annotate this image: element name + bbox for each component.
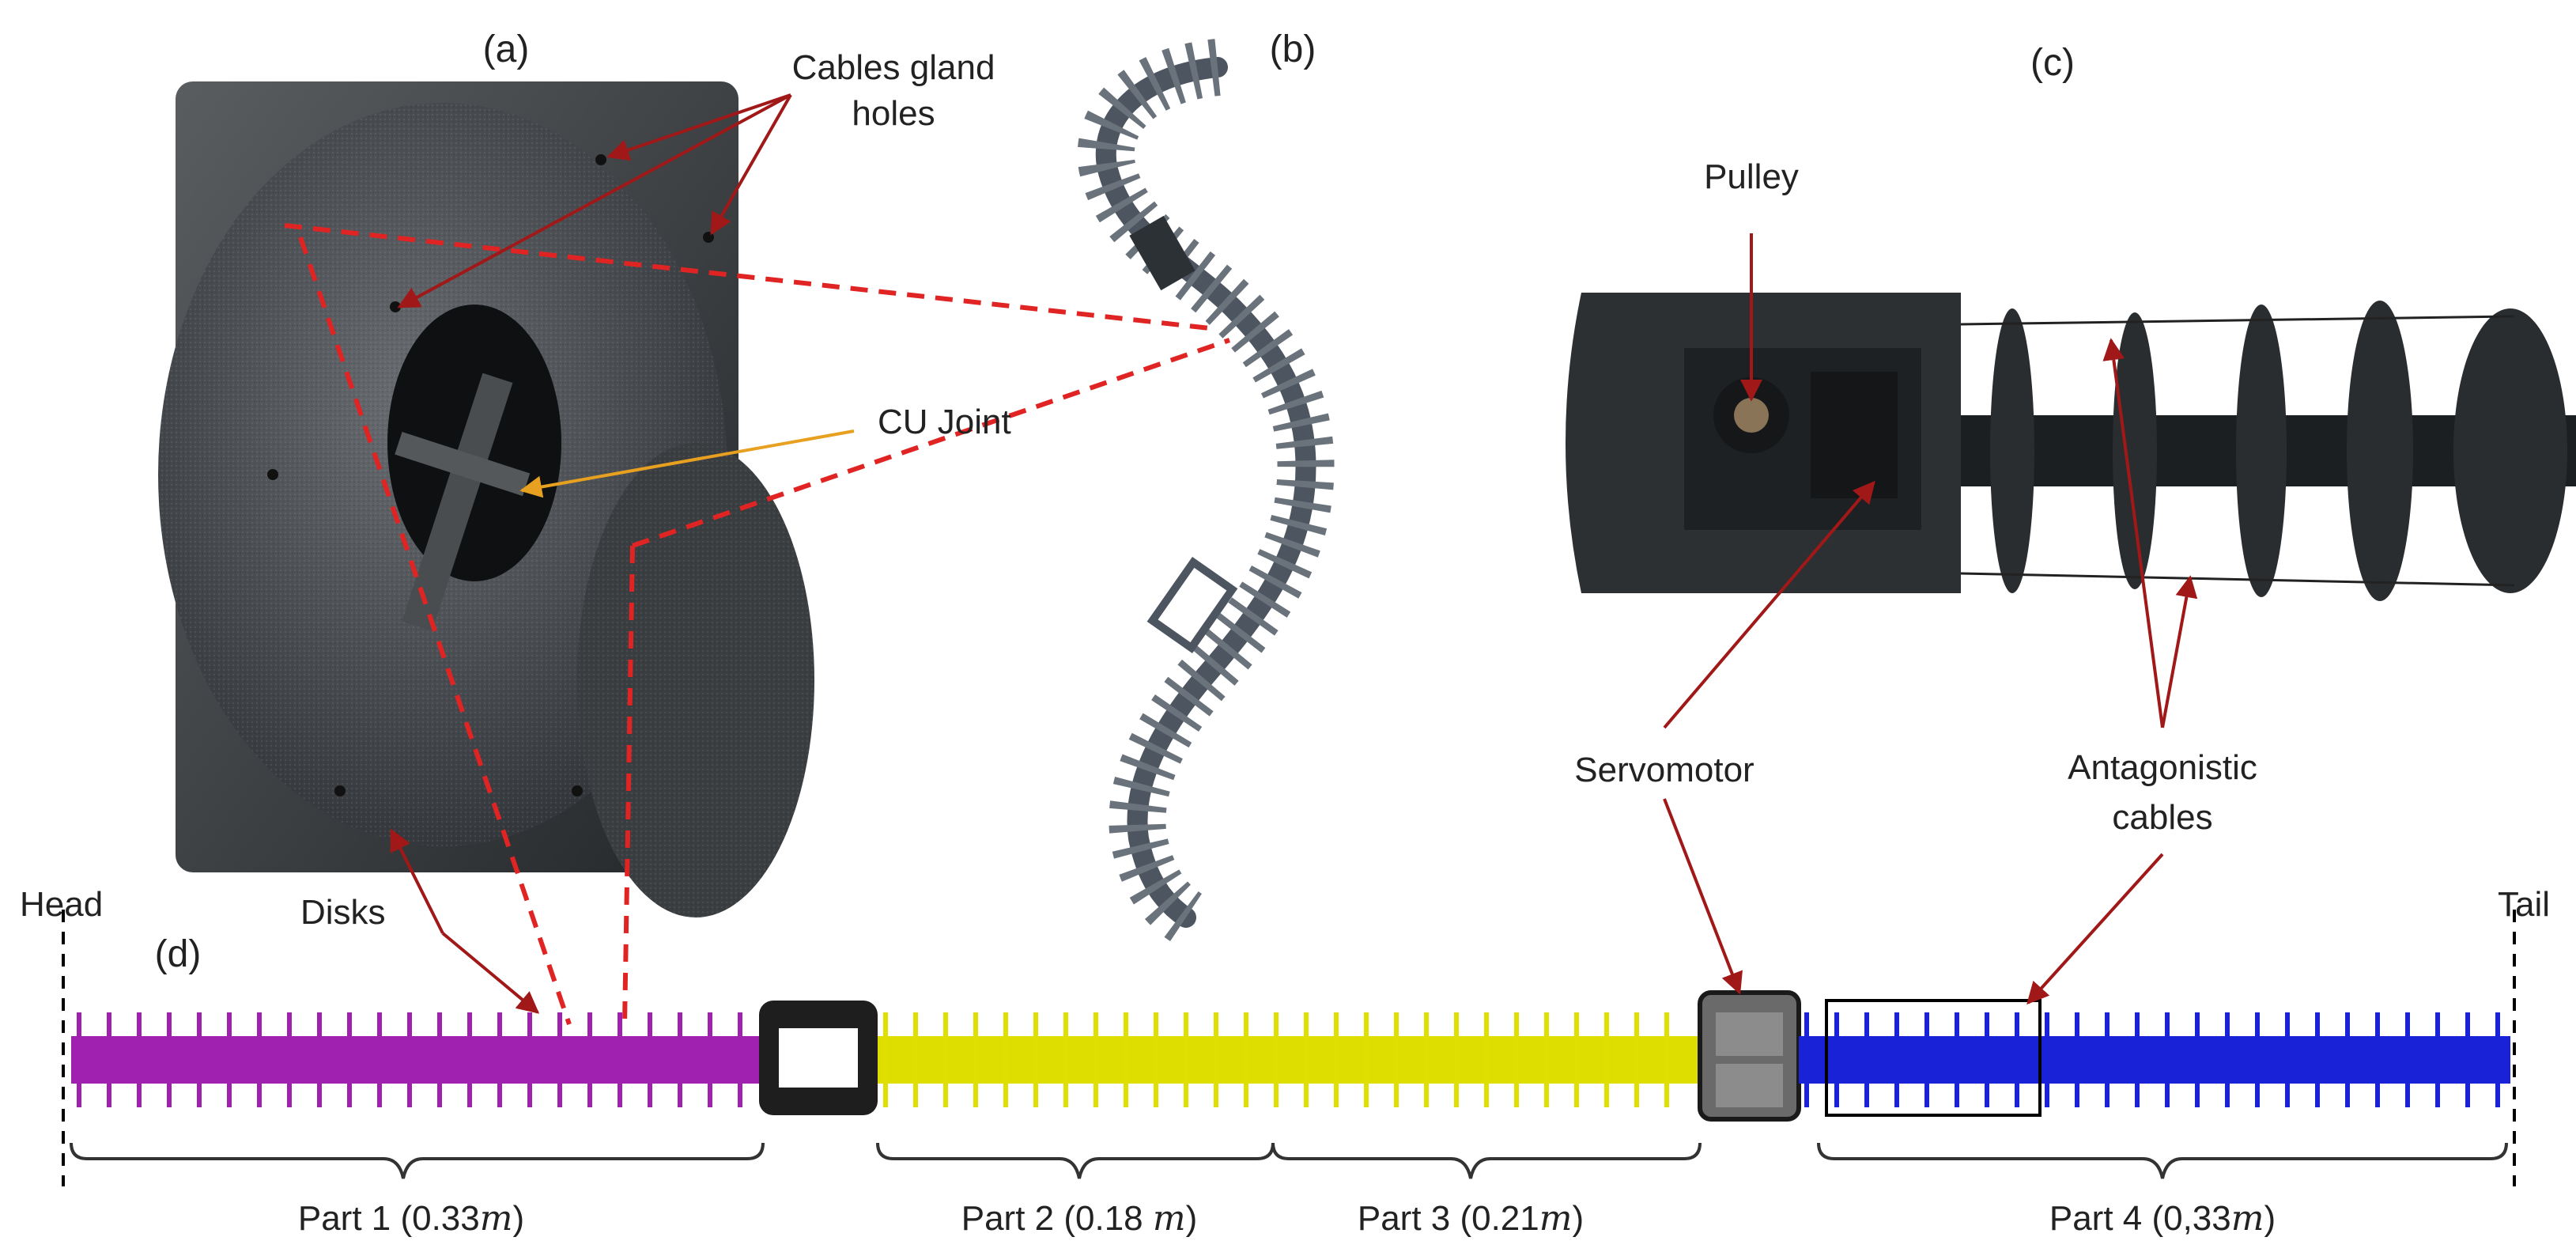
cu-joint-shape (402, 373, 513, 631)
label-servomotor: Servomotor (1574, 751, 1754, 789)
label-antagonistic: Antagonistic (2068, 748, 2257, 787)
disk-ticks (77, 1012, 2500, 1107)
labels: (a) (b) (c) (d) Cables gland holes CU Jo… (20, 28, 2550, 1239)
label-cu-joint: CU Joint (878, 403, 1011, 441)
label-pulley: Pulley (1704, 157, 1799, 196)
disk-c5 (2453, 308, 2567, 593)
antagonistic-cable-box (1825, 999, 2042, 1117)
projection-lines (284, 223, 1230, 1025)
brace-part-4 (1817, 1142, 2508, 1179)
part-braces (70, 1142, 2508, 1179)
label-disks: Disks (300, 893, 386, 932)
disk-c3 (2236, 305, 2287, 597)
label-cables-gland: Cables gland (792, 48, 995, 87)
disk-c4 (2347, 301, 2413, 601)
label-antagonistic-cables: cables (2112, 798, 2212, 837)
segment-part-1 (71, 1036, 759, 1084)
snake-module-lower (1146, 556, 1238, 654)
panel-b-snake-render (1077, 39, 1335, 941)
segment-part-2-3 (878, 1036, 1700, 1084)
label-tail: Tail (2498, 885, 2550, 924)
label-part-3: Part 3 (0.21m) (1358, 1198, 1584, 1239)
brace-part-3 (1271, 1142, 1702, 1179)
label-part-4: Part 4 (0,33m) (2049, 1198, 2276, 1239)
segment-part-4 (1799, 1036, 2510, 1084)
panel-label-c: (c) (2030, 42, 2075, 84)
brace-part-2 (876, 1142, 1275, 1179)
label-part-1: Part 1 (0.33m) (298, 1198, 524, 1239)
label-head: Head (20, 885, 103, 924)
panel-label-b: (b) (1270, 28, 1316, 70)
snake-module-upper (1129, 215, 1195, 291)
disk-c1 (1990, 308, 2034, 593)
panel-a-photo (158, 81, 814, 917)
label-part-2: Part 2 (0.18 m) (961, 1198, 1198, 1239)
servomotor-shape (1811, 372, 1898, 498)
panel-c-prototype-photo (1566, 293, 2576, 601)
panel-d-schematic (62, 910, 2516, 1186)
annotation-arrows (390, 93, 2198, 1014)
brace-part-1 (70, 1142, 765, 1179)
label-cables-gland-holes: holes (852, 94, 935, 133)
panel-label-d: (d) (155, 933, 202, 975)
cu-joint-arrow (519, 429, 855, 498)
disk-c2 (2113, 312, 2157, 589)
panel-label-a: (a) (483, 28, 530, 70)
